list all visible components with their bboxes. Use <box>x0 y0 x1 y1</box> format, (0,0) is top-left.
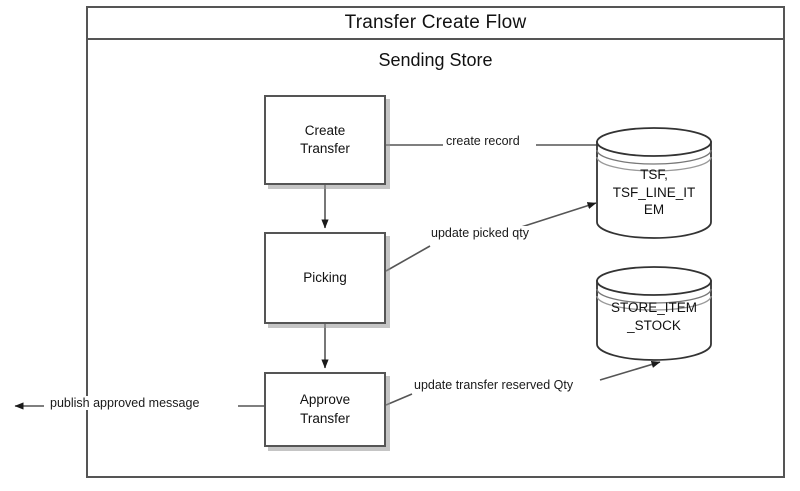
edge-label-update-transfer-reserved-qty: update transfer reserved Qty <box>411 378 577 392</box>
swimlane-header: Sending Store <box>88 42 783 78</box>
cylinder-shape <box>596 127 712 239</box>
edge-label-create-record: create record <box>443 134 523 148</box>
edge-label-publish-approved-message: publish approved message <box>47 396 203 410</box>
cylinder-shape <box>596 266 712 361</box>
swimlane-label: Sending Store <box>378 49 493 70</box>
datastore-tsf[interactable]: TSF, TSF_LINE_IT EM <box>595 126 713 239</box>
node-picking[interactable]: Picking <box>264 232 386 324</box>
diagram-title: Transfer Create Flow <box>344 12 527 33</box>
diagram-title-bar: Transfer Create Flow <box>88 8 783 40</box>
edge-label-update-picked-qty: update picked qty <box>428 226 532 240</box>
datastore-tsf-label: TSF, TSF_LINE_IT EM <box>612 167 696 218</box>
node-picking-label: Picking <box>303 269 347 285</box>
node-approve-transfer[interactable]: Approve Transfer <box>264 372 386 447</box>
node-create-transfer-label: Create Transfer <box>300 122 350 156</box>
node-approve-transfer-label: Approve Transfer <box>299 392 351 426</box>
sending-store-container: Transfer Create Flow Sending Store <box>86 6 785 478</box>
node-create-transfer[interactable]: Create Transfer <box>264 95 386 185</box>
datastore-store-item-stock[interactable]: STORE_ITEM _STOCK <box>595 265 713 361</box>
datastore-store-item-stock-label: STORE_ITEM _STOCK <box>610 300 698 333</box>
